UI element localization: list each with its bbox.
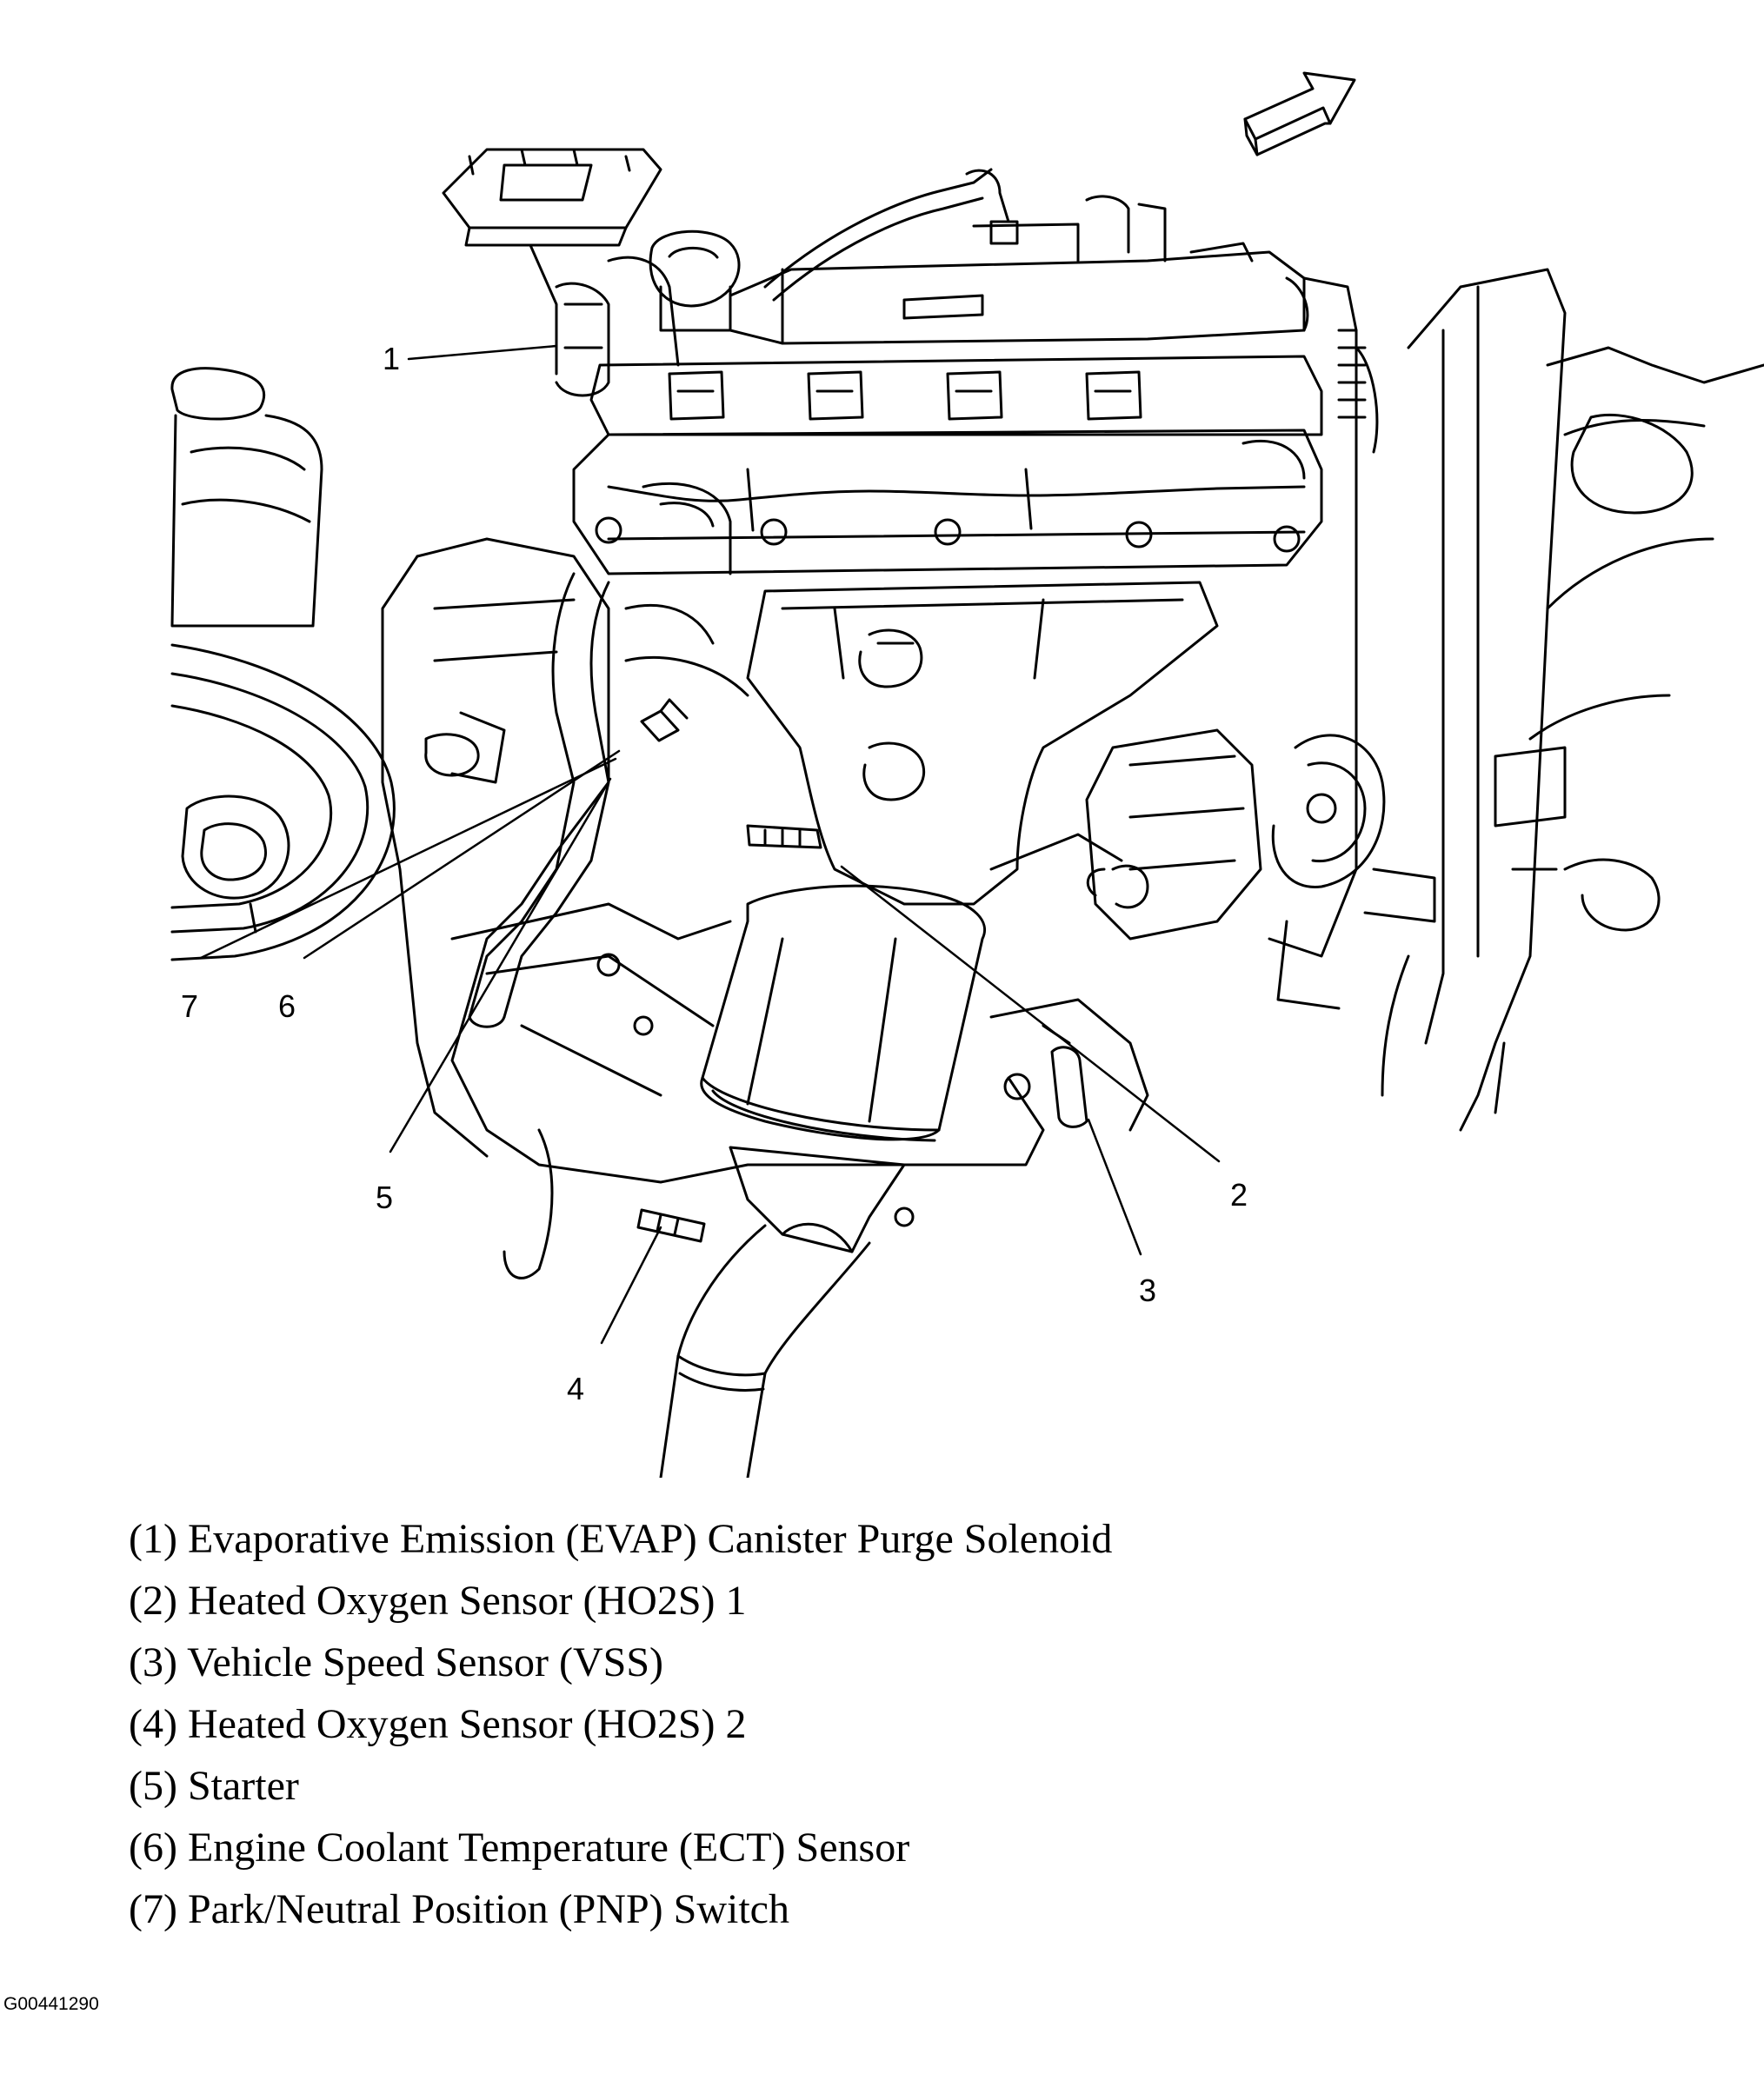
callout-7: 7 [181, 988, 198, 1024]
callout-1: 1 [383, 341, 400, 376]
oil-filler-cap [649, 229, 741, 332]
leader-line-6 [303, 749, 621, 960]
timing-belt-cover [1268, 276, 1386, 958]
leader-line-7 [199, 757, 617, 960]
callout-5: 5 [376, 1180, 393, 1215]
callout-4: 4 [567, 1371, 584, 1406]
ignition-coil-assembly [589, 355, 1323, 436]
legend-item-ho2s-1: (2) Heated Oxygen Sensor (HO2S) 1 [129, 1578, 747, 1624]
ect-sensor-body [640, 698, 689, 742]
figure-id: G00441290 [3, 1994, 99, 2014]
component-legend: (1) Evaporative Emission (EVAP) Canister… [129, 1508, 1112, 1940]
callout-numbers: 1 2 3 4 5 6 7 [181, 341, 1248, 1406]
front-direction-arrow-icon [1243, 71, 1356, 156]
leader-line-3 [1087, 1118, 1142, 1256]
legend-item-evap-purge-solenoid: (1) Evaporative Emission (EVAP) Canister… [129, 1516, 1113, 1562]
frame-rail [1276, 268, 1764, 1132]
cam-cover-upper [729, 195, 1309, 345]
coolant-reservoir [170, 367, 323, 628]
transmission-case [381, 537, 1149, 1280]
evap-solenoid-bracket [442, 148, 680, 397]
callout-3: 3 [1139, 1273, 1156, 1308]
callout-2: 2 [1230, 1177, 1248, 1213]
legend-item-ect-sensor: (6) Engine Coolant Temperature (ECT) Sen… [129, 1825, 910, 1871]
callout-leader-lines [199, 344, 1221, 1345]
leader-line-2 [840, 865, 1221, 1163]
top-vacuum-hose [763, 168, 1019, 302]
exhaust-pipe [659, 1146, 906, 1479]
ho2s1-sensor-body [746, 824, 822, 849]
ho2s2-sensor-body [636, 1208, 706, 1243]
cylinder-head [572, 429, 1323, 575]
legend-item-pnp-switch: (7) Park/Neutral Position (PNP) Switch [129, 1886, 789, 1932]
pnp-switch-body [424, 711, 506, 784]
engine-line-drawing: 1 2 3 4 5 6 7 [170, 71, 1764, 1479]
leader-line-5 [389, 777, 612, 1153]
coolant-hoses [468, 482, 749, 1028]
leader-line-4 [600, 1226, 662, 1345]
legend-item-starter: (5) Starter [129, 1763, 299, 1809]
legend-item-ho2s-2: (4) Heated Oxygen Sensor (HO2S) 2 [129, 1701, 747, 1747]
exhaust-manifold [746, 581, 1219, 906]
catalytic-converter [700, 884, 986, 1142]
legend-item-vss: (3) Vehicle Speed Sensor (VSS) [129, 1639, 664, 1685]
callout-6: 6 [278, 988, 296, 1024]
flywheel-disc [170, 643, 396, 961]
accessory-drive [989, 728, 1262, 941]
leader-line-1 [407, 344, 558, 361]
